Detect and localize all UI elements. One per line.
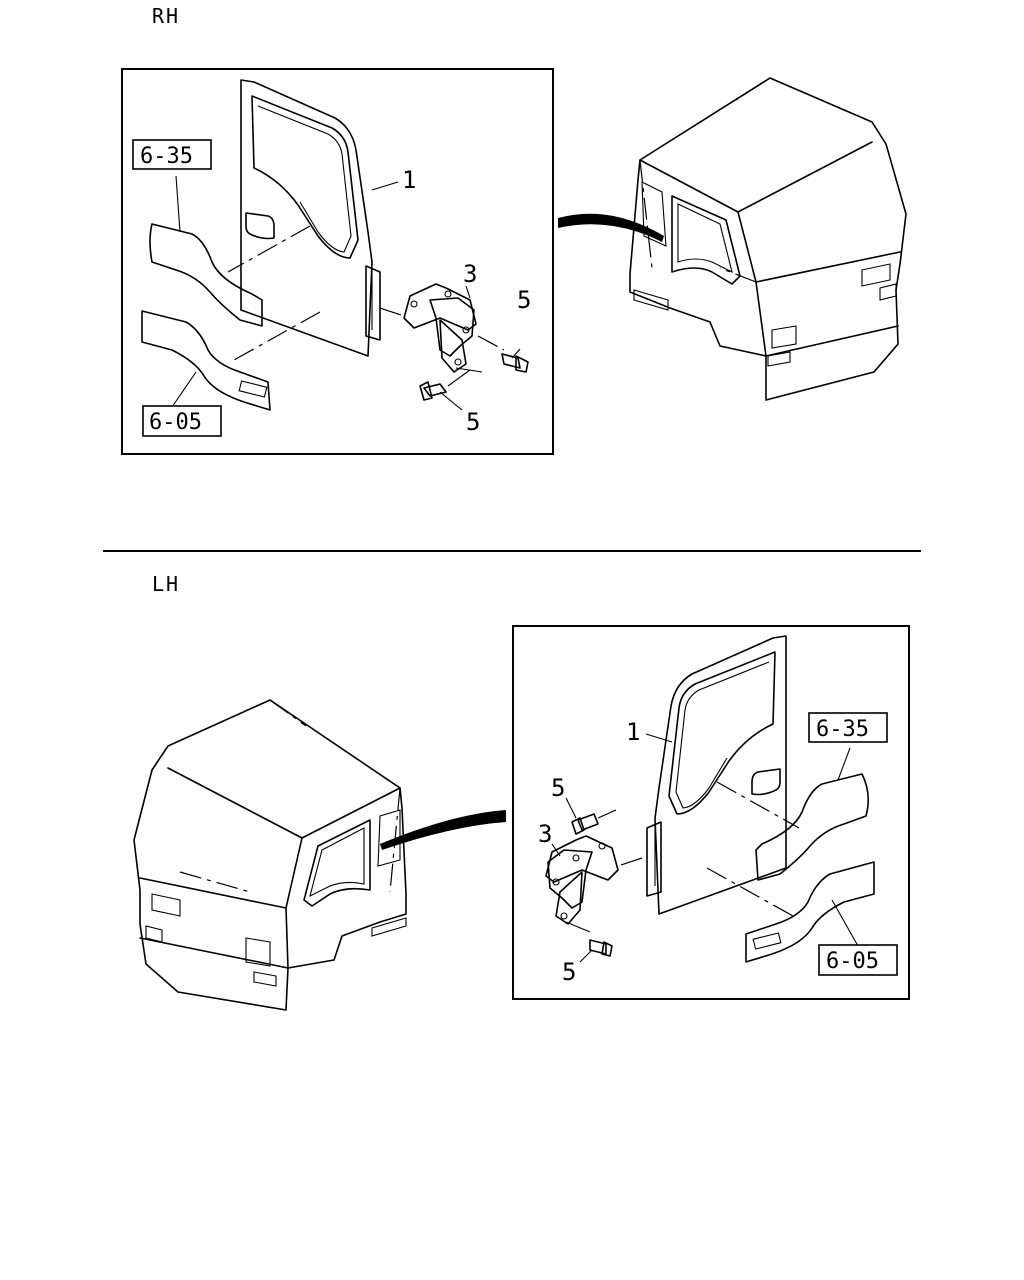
rh-section-label: RH	[152, 4, 181, 28]
lh-ref-upper: 6-35	[808, 712, 888, 743]
svg-text:6-05: 6-05	[826, 949, 879, 974]
rh-door-hinge	[379, 283, 505, 373]
lh-ref-lower: 6-05	[818, 944, 898, 976]
lh-section-label: LH	[152, 572, 181, 596]
lh-truck-cab	[133, 699, 407, 1011]
rh-bolt-upper	[501, 348, 529, 373]
rh-callout-bolt-lower: 5	[466, 408, 480, 436]
rh-detail-frame	[121, 68, 554, 455]
rh-ref-upper: 6-35	[132, 139, 212, 170]
lh-callout-bolt-lower: 5	[562, 958, 576, 986]
lh-detail-frame	[512, 625, 910, 1000]
section-divider	[103, 550, 921, 552]
lh-bolt-lower	[579, 939, 613, 963]
svg-text:6-05: 6-05	[149, 410, 202, 435]
rh-ref-lower: 6-05	[142, 405, 222, 437]
rh-connector-arrow	[558, 213, 664, 242]
lh-door-panel	[646, 635, 800, 917]
rh-truck-cab	[629, 77, 907, 401]
rh-callout-bolt-upper: 5	[517, 286, 531, 314]
lh-trim-panel-lower	[745, 861, 875, 963]
lh-connector-arrow	[380, 810, 506, 850]
rh-trim-panel-upper	[149, 223, 263, 327]
lh-bolt-upper	[565, 797, 617, 835]
rh-door-panel	[227, 79, 381, 361]
svg-text:6-35: 6-35	[816, 717, 869, 742]
lh-callout-door: 1	[626, 718, 640, 746]
svg-text:6-35: 6-35	[140, 144, 193, 169]
rh-callout-door: 1	[402, 166, 416, 194]
rh-bolt-lower	[419, 369, 471, 411]
rh-callout-hinge: 3	[463, 260, 477, 288]
rh-trim-panel-lower	[141, 310, 271, 411]
lh-callout-bolt-upper: 5	[551, 774, 565, 802]
lh-trim-panel-upper	[755, 773, 870, 881]
lh-callout-hinge: 3	[538, 820, 552, 848]
